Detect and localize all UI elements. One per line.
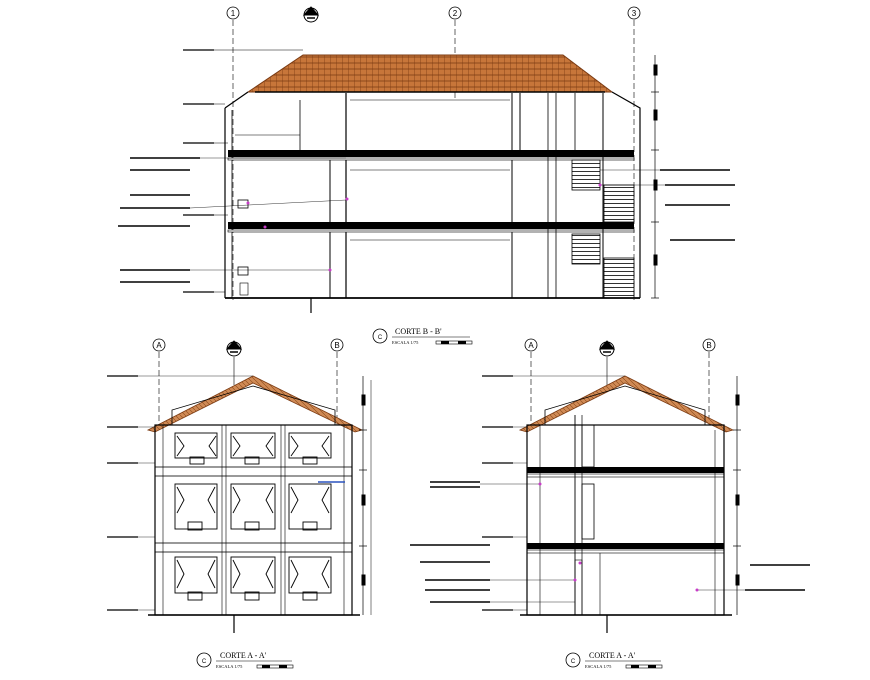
scale-a2: ESCALA 1/75 xyxy=(585,664,612,669)
title-a2: CORTE A - A' xyxy=(589,651,636,660)
title-a1: CORTE A - A' xyxy=(220,651,267,660)
windows-row-1 xyxy=(174,432,332,465)
title-circle-a1: C xyxy=(202,659,207,665)
annotation-leaders-a2-left xyxy=(410,481,490,603)
scale-a1: ESCALA 1/75 xyxy=(216,664,243,669)
grid-label-a1-b: B xyxy=(334,341,339,350)
grid-bubble-1 xyxy=(226,6,240,20)
scale-b: ESCALA 1/75 xyxy=(392,340,419,345)
section-a2-drawing xyxy=(410,338,810,633)
north-marker-a1-icon xyxy=(225,340,243,357)
title-circle-a2: C xyxy=(571,659,576,665)
grid-label-a1-a: A xyxy=(156,341,162,350)
title-b: CORTE B - B' xyxy=(395,327,442,336)
roof-a1 xyxy=(146,375,364,433)
grid-label-2: 2 xyxy=(453,9,458,18)
annotation-leaders-left xyxy=(118,157,200,283)
grid-bubble-3 xyxy=(627,6,641,20)
title-block-a1: C CORTE A - A' ESCALA 1/75 xyxy=(196,651,294,669)
roof-b xyxy=(246,54,614,93)
grid-label-3: 3 xyxy=(632,9,637,18)
north-marker-a2-icon xyxy=(598,340,616,357)
annotation-leaders-a2-right xyxy=(745,564,810,591)
roof-a2 xyxy=(518,375,735,433)
windows-row-2 xyxy=(174,483,332,531)
title-circle-b: C xyxy=(378,335,383,341)
windows-row-3 xyxy=(174,556,332,601)
stair-b-upper xyxy=(571,159,601,191)
section-a1-drawing xyxy=(107,338,372,633)
title-block-a2: C CORTE A - A' ESCALA 1/75 xyxy=(565,651,663,669)
grid-label-1: 1 xyxy=(231,9,236,18)
grid-label-a2-b: B xyxy=(706,341,711,350)
title-block-b: C CORTE B - B' ESCALA 1/75 xyxy=(372,327,473,345)
grid-bubble-2 xyxy=(448,6,462,20)
level-markers-left xyxy=(183,49,214,293)
grid-label-a2-a: A xyxy=(528,341,534,350)
section-b-drawing xyxy=(118,6,735,313)
annotation-leaders-right xyxy=(660,169,735,241)
north-marker-icon xyxy=(302,6,320,23)
stair-b-lower xyxy=(571,233,601,265)
